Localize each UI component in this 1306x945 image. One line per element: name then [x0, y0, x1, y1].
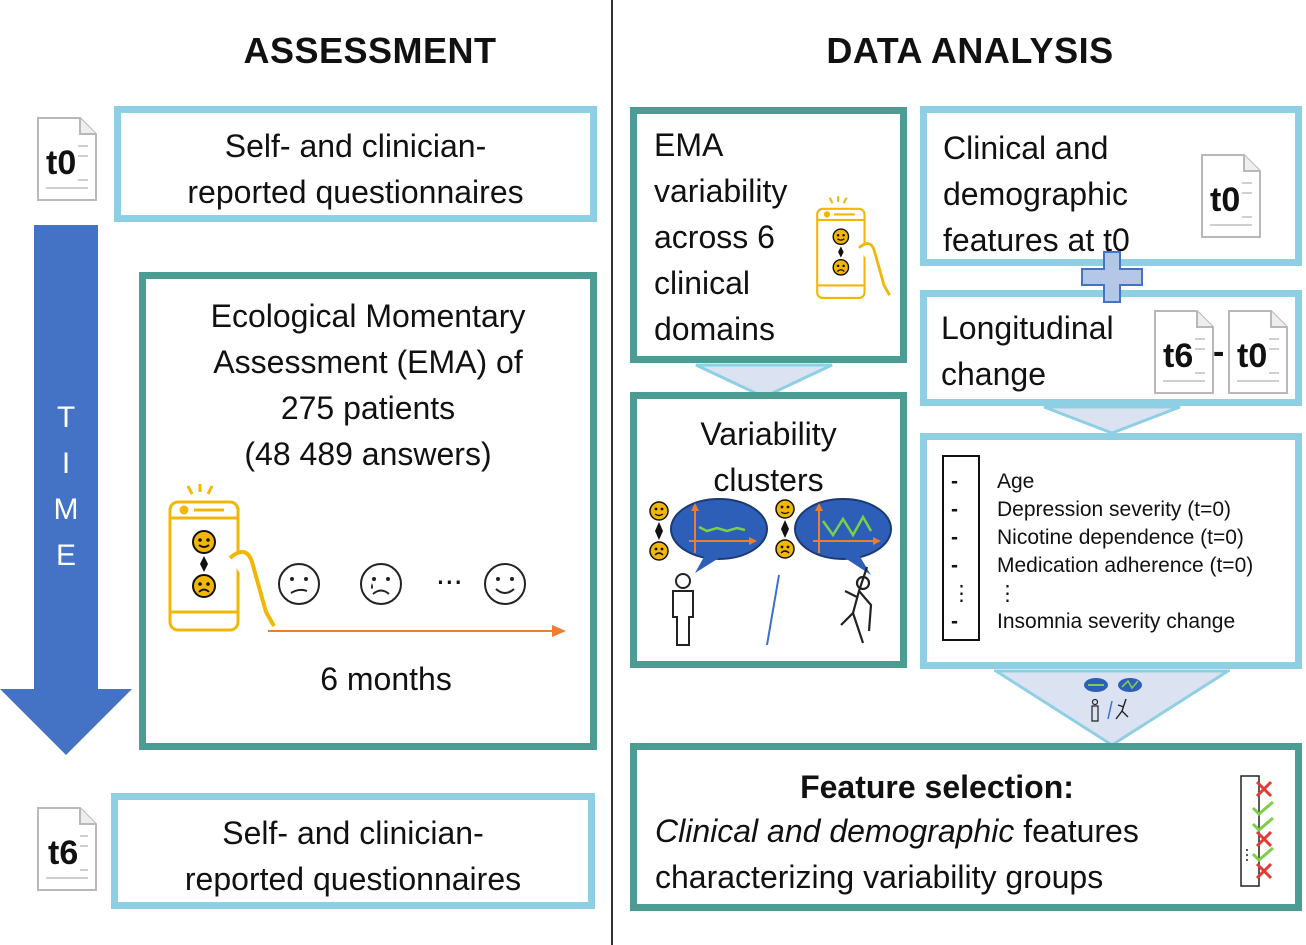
flow-chevron-icon	[994, 669, 1230, 747]
longitudinal-line: change	[941, 356, 1046, 392]
ema-variability-line: EMA	[654, 127, 724, 163]
feature-selection-text: characterizing variability groups	[655, 859, 1104, 895]
document-label: t0	[1208, 181, 1243, 220]
feature-item: Depression severity (t=0)	[997, 498, 1232, 521]
feature-selection-italic: Clinical and demographic	[655, 813, 1015, 849]
list-bullet: -	[951, 470, 958, 493]
flow-chevron-icon	[1043, 405, 1181, 435]
clusters-line: Variability	[700, 416, 837, 452]
analysis-heading: DATA ANALYSIS	[826, 30, 1114, 71]
ema-variability-line: across 6	[654, 219, 775, 255]
features-list-box: - Age - Depression severity (t=0) - Nico…	[920, 433, 1302, 669]
feature-selection-text: features	[1014, 813, 1139, 849]
jumping-person-icon	[840, 566, 873, 644]
clusters-line: clusters	[713, 462, 824, 498]
speech-bubble	[670, 498, 768, 573]
clinical-demographic-box: Clinical and demographic features at t0 …	[920, 106, 1302, 266]
ema-line: Assessment (EMA) of	[213, 344, 523, 380]
ema-variability-line: domains	[654, 311, 775, 347]
list-bullet: -	[951, 498, 958, 521]
document-icon: t0	[36, 116, 98, 202]
document-label: t0	[44, 144, 79, 183]
ema-line: 275 patients	[280, 390, 456, 426]
ema-variability-line: variability	[654, 173, 788, 209]
standing-person-icon	[672, 573, 694, 646]
questionnaires-line: Self- and clinician-	[224, 128, 487, 164]
questionnaires-t6-box: Self- and clinician- reported questionna…	[111, 793, 595, 909]
ema-line: Ecological Momentary	[210, 298, 526, 334]
sad-face-icon	[360, 563, 402, 605]
document-icon: t6	[36, 806, 98, 892]
questionnaires-line: reported questionnaires	[187, 174, 524, 210]
duration-label: 6 months	[320, 661, 452, 697]
list-bullet: -	[951, 526, 958, 549]
ema-line: (48 489 answers)	[244, 436, 492, 472]
assessment-heading: ASSESSMENT	[243, 30, 497, 71]
flow-chevron-icon	[695, 363, 833, 399]
feature-item: Medication adherence (t=0)	[997, 554, 1254, 577]
vertical-divider	[611, 0, 613, 945]
clinical-demo-line: Clinical and	[943, 130, 1109, 166]
feature-item: Insomnia severity change	[997, 610, 1236, 633]
ema-box: Ecological Momentary Assessment (EMA) of…	[139, 272, 597, 750]
document-label: t0	[1235, 337, 1270, 376]
frown-face-icon	[278, 563, 320, 605]
time-letter: M	[53, 493, 79, 526]
mini-clusters-icon	[1084, 678, 1142, 722]
document-icon: t6	[1153, 309, 1215, 395]
clinical-demo-line: demographic	[943, 176, 1128, 212]
frown-face-icon	[649, 501, 669, 561]
timeline-arrow	[268, 625, 566, 637]
clinical-demo-line: features at t0	[943, 222, 1130, 258]
time-letter: T	[56, 401, 76, 434]
questionnaires-line: reported questionnaires	[184, 861, 522, 897]
phone-icon	[816, 196, 891, 300]
questionnaires-t0-box: Self- and clinician- reported questionna…	[114, 106, 597, 222]
time-arrow	[0, 225, 132, 755]
speech-bubble	[794, 498, 892, 575]
ellipsis: ...	[436, 555, 463, 591]
document-icon: t0	[1227, 309, 1289, 395]
list-bullet: -	[951, 610, 958, 633]
feature-item: Age	[997, 470, 1035, 493]
feature-selection-box: Feature selection: Clinical and demograp…	[630, 743, 1302, 911]
bullet-column	[942, 455, 980, 641]
longitudinal-change-box: Longitudinal change t6 - t0	[920, 290, 1302, 406]
feature-item: Nicotine dependence (t=0)	[997, 526, 1244, 549]
variability-clusters-box: Variability clusters	[630, 392, 907, 668]
list-bullet: ⋮	[951, 582, 972, 605]
questionnaires-line: Self- and clinician-	[222, 815, 484, 851]
document-icon: t0	[1200, 153, 1262, 239]
cluster-illustration	[649, 498, 892, 646]
phone-icon	[168, 484, 276, 632]
document-label: t6	[1161, 337, 1196, 376]
document-label: t6	[46, 834, 81, 873]
list-bullet: -	[951, 554, 958, 577]
plus-icon	[1081, 251, 1143, 303]
minus-sign: -	[1213, 333, 1225, 371]
checklist-icon	[1240, 775, 1274, 887]
ema-variability-box: EMA variability across 6 clinical domain…	[630, 107, 907, 363]
ema-variability-line: clinical	[654, 265, 751, 301]
feature-selection-title: Feature selection:	[800, 769, 1074, 805]
feature-item: ⋮	[997, 582, 1018, 605]
smiley-icon	[484, 563, 526, 605]
time-letter: E	[55, 539, 76, 572]
longitudinal-line: Longitudinal	[941, 310, 1114, 346]
time-letter: I	[61, 447, 71, 480]
